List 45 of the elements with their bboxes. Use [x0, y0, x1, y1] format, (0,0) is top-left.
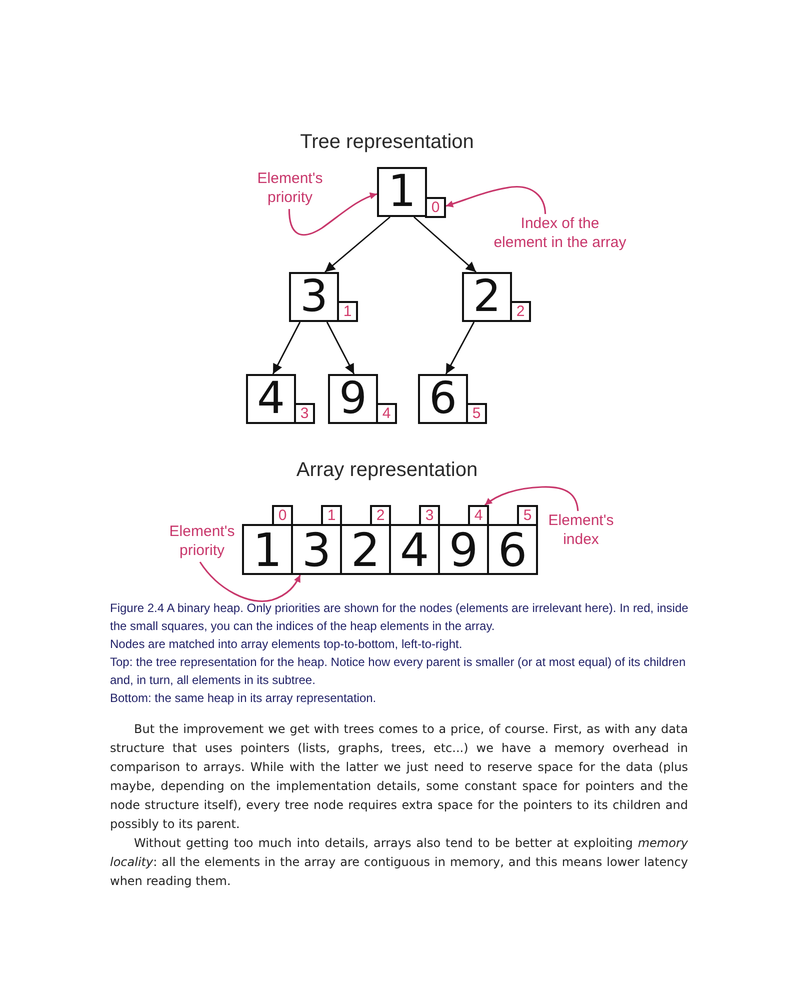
- leader-line: [446, 186, 546, 214]
- annotation-text: Element's priority: [250, 169, 330, 209]
- array-cell: 2: [340, 524, 391, 575]
- tree-node: 4: [246, 374, 296, 424]
- index-square: 5: [517, 505, 538, 526]
- annotation-text: Index of the element in the array: [493, 214, 627, 254]
- leader-line: [484, 486, 579, 512]
- section-heading: Array representation: [296, 459, 478, 482]
- index-square: 3: [419, 505, 440, 526]
- index-square: 1: [337, 301, 358, 322]
- tree-node: 1: [377, 167, 427, 217]
- index-square: 2: [370, 505, 391, 526]
- index-square: 4: [468, 505, 489, 526]
- tree-node: 2: [462, 272, 512, 322]
- index-square: 0: [425, 197, 446, 218]
- arrow: [414, 216, 476, 273]
- body-paragraph: But the improvement we get with trees comes to a price, of course. First, as with any data structure that uses pointers (lists, graphs, trees, etc...) we have a memory overhead in comparison to arrays. While with the latter we just need to reserve space for the data (plus maybe, depending on the implementation details, some constant space for pointers and the node structure itself), every tree node requires extra space for the pointers to its children and possibly to its parent.: [110, 721, 688, 833]
- tree-node: 3: [289, 272, 339, 322]
- index-square: 2: [510, 301, 531, 322]
- tree-node: 6: [418, 374, 468, 424]
- figure-caption: Bottom: the same heap in its array representation.: [110, 690, 378, 707]
- arrow: [324, 216, 390, 273]
- index-square: 1: [321, 505, 342, 526]
- figure-caption: Figure 2.4 A binary heap. Only priorities are shown for the nodes (elements are irrelevant here). In red, inside the small squares, you can the indices of the heap elements in the array.: [110, 600, 690, 635]
- annotation-text: Element's priority: [162, 522, 242, 562]
- index-square: 0: [272, 505, 293, 526]
- arrow: [445, 322, 475, 374]
- index-square: 5: [466, 403, 487, 424]
- annotation-text: Element's index: [542, 511, 620, 551]
- leader-line: [199, 562, 301, 602]
- section-heading: Tree representation: [300, 131, 474, 154]
- array-cell: 9: [438, 524, 489, 575]
- index-square: 4: [376, 403, 397, 424]
- array-cell: 6: [487, 524, 538, 575]
- array-cell: 1: [242, 524, 293, 575]
- array-cell: 4: [389, 524, 440, 575]
- array-cell: 3: [291, 524, 342, 575]
- figure-caption: Nodes are matched into array elements top-to-bottom, left-to-right.: [110, 636, 464, 653]
- arrow: [272, 322, 301, 374]
- tree-node: 9: [328, 374, 378, 424]
- arrow: [326, 322, 355, 374]
- body-paragraph: Without getting too much into details, arrays also tend to be better at exploiting memory locality: all the elements in the array are contiguous in memory, and this means lower latency when reading them.: [110, 835, 688, 890]
- leader-line: [288, 192, 378, 236]
- figure-caption: Top: the tree representation for the heap. Notice how every parent is smaller (or at most equal) of its children and, in turn, all elements in its subtree.: [110, 654, 687, 689]
- index-square: 3: [294, 403, 315, 424]
